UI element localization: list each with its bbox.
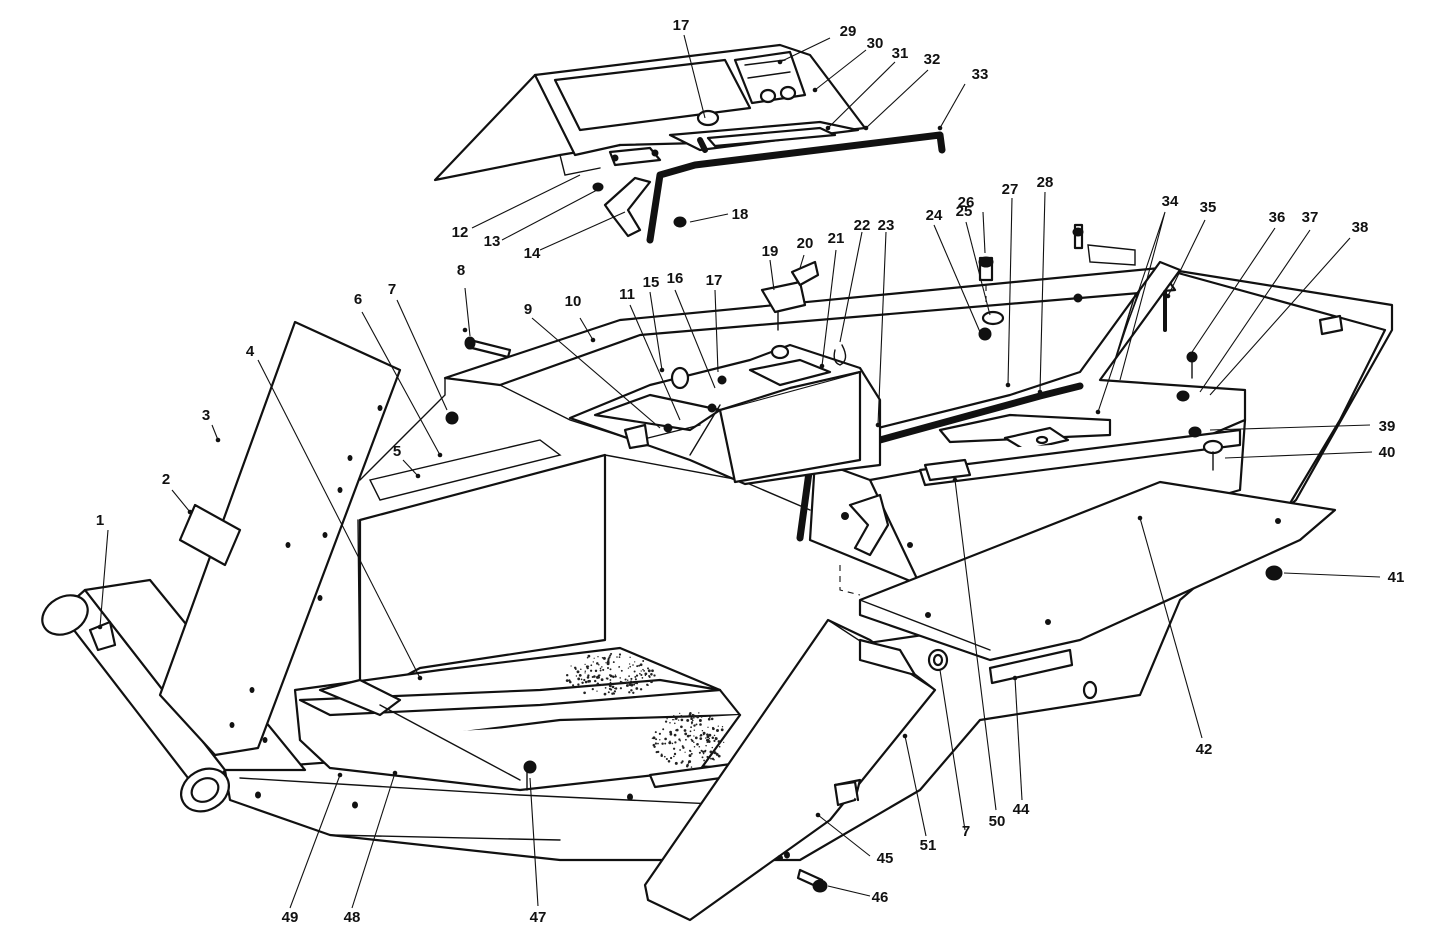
callout-23: 23 — [878, 217, 895, 234]
callout-6: 6 — [354, 291, 362, 308]
callout-28: 28 — [1037, 174, 1054, 191]
callout-27: 27 — [1002, 181, 1019, 198]
leader-dots — [97, 59, 1171, 818]
callout-12: 12 — [452, 224, 469, 241]
callout-50: 50 — [989, 813, 1006, 830]
callout-2: 2 — [162, 471, 170, 488]
callout-labels: 1 2 3 4 5 6 7 8 9 10 11 12 13 14 15 16 1… — [96, 17, 1405, 926]
callout-22: 22 — [854, 217, 871, 234]
callout-20: 20 — [797, 235, 814, 252]
callout-36: 36 — [1269, 209, 1286, 226]
hood-panel — [158, 320, 402, 757]
callout-7-upper: 7 — [388, 281, 396, 298]
callout-10: 10 — [565, 293, 582, 310]
callout-41: 41 — [1388, 569, 1405, 586]
callout-14: 14 — [524, 245, 541, 262]
callout-19: 19 — [762, 243, 779, 260]
callout-15: 15 — [643, 274, 660, 291]
callout-17-upper: 17 — [673, 17, 690, 34]
hardware — [445, 223, 1283, 893]
callout-1: 1 — [96, 512, 104, 529]
callout-44: 44 — [1013, 801, 1030, 818]
callout-48: 48 — [344, 909, 361, 926]
callout-3: 3 — [202, 407, 210, 424]
callout-46: 46 — [872, 889, 889, 906]
callout-7-lower: 7 — [962, 823, 970, 840]
callout-4: 4 — [246, 343, 255, 360]
callout-9: 9 — [524, 301, 532, 318]
track-texture — [565, 652, 727, 768]
callout-30: 30 — [867, 35, 884, 52]
callout-11: 11 — [619, 286, 635, 303]
callout-33: 33 — [972, 66, 989, 83]
callout-45: 45 — [877, 850, 894, 867]
callout-32: 32 — [924, 51, 941, 68]
callout-26: 26 — [958, 194, 975, 211]
callout-51: 51 — [920, 837, 937, 854]
callout-24: 24 — [926, 207, 943, 224]
seat-box — [808, 418, 1337, 662]
callout-42: 42 — [1196, 741, 1213, 758]
callout-49: 49 — [282, 909, 299, 926]
callout-37: 37 — [1302, 209, 1319, 226]
callout-31: 31 — [892, 45, 909, 62]
callout-8: 8 — [457, 262, 465, 279]
callout-16: 16 — [667, 270, 684, 287]
callout-47: 47 — [530, 909, 547, 926]
callout-25: 25 — [956, 203, 973, 220]
callout-40: 40 — [1379, 444, 1396, 461]
callout-29: 29 — [840, 23, 857, 40]
callout-13: 13 — [484, 233, 501, 250]
front-skid — [643, 618, 949, 922]
callout-35: 35 — [1200, 199, 1217, 216]
callout-18: 18 — [732, 206, 749, 223]
callout-34: 34 — [1162, 193, 1179, 210]
callout-39: 39 — [1379, 418, 1396, 435]
callout-38: 38 — [1352, 219, 1369, 236]
callout-5: 5 — [393, 443, 401, 460]
leader-lines — [99, 34, 1381, 909]
callout-21: 21 — [828, 230, 845, 247]
dash-console — [433, 43, 946, 244]
callout-17-lower: 17 — [706, 272, 723, 289]
battery-bay — [568, 343, 882, 486]
